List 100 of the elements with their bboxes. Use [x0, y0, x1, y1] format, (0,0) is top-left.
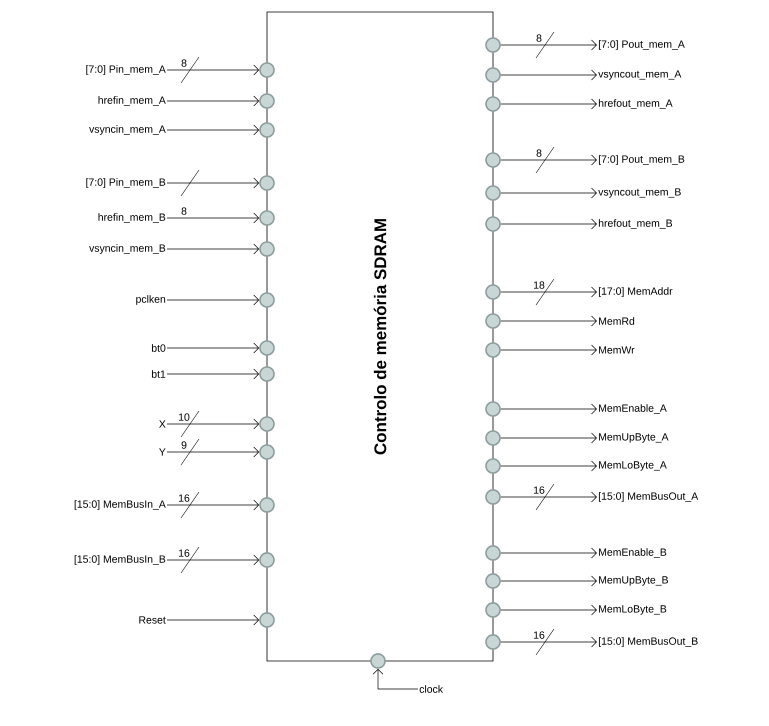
arrow — [500, 70, 597, 80]
arrow — [500, 460, 597, 472]
pin-circle — [259, 62, 275, 78]
pin-circle — [485, 216, 501, 232]
signal-label: Y — [159, 448, 166, 456]
signal-label: Reset — [139, 616, 166, 624]
pin-circle — [259, 122, 275, 138]
pin-circle — [485, 284, 501, 300]
signal-label: [15:0] MemBusIn_A — [74, 500, 166, 510]
module-block: Controlo de memória SDRAM — [266, 12, 494, 662]
signal-label: vsyncout_mem_B — [598, 188, 681, 198]
bus-width-label: 18 — [534, 281, 544, 289]
signal-label: X — [159, 420, 166, 428]
arrow — [166, 446, 260, 458]
bus-width-label: 8 — [536, 34, 542, 42]
signal-label: MemUpByte_A — [599, 433, 669, 443]
pin-circle — [485, 67, 501, 83]
pin-circle — [485, 573, 501, 589]
signal-label: [7:0] Pout_mem_A — [598, 40, 685, 50]
pin-circle — [485, 430, 501, 446]
pin-circle — [485, 152, 501, 168]
signal-label: MemLoByte_A — [599, 461, 667, 471]
arrow — [500, 576, 597, 586]
signal-label: vsyncout_mem_A — [598, 70, 682, 80]
pin-circle — [259, 497, 275, 513]
signal-label: clock — [420, 685, 444, 693]
arrow — [500, 286, 597, 298]
bus-width-label: 16 — [178, 494, 190, 502]
pin-circle — [259, 366, 275, 382]
arrow — [500, 604, 597, 616]
bus-width-label: 8 — [536, 149, 542, 157]
pin-circle — [259, 175, 275, 191]
signal-label: [15:0] MemBusIn_B — [74, 555, 166, 565]
signal-label: hrefout_mem_A — [598, 99, 673, 109]
bus-width-label: 8 — [182, 59, 186, 67]
signal-label: MemEnable_B — [599, 548, 666, 558]
arrow — [500, 316, 597, 326]
arrow — [166, 64, 260, 76]
signal-label: bt1 — [152, 370, 166, 378]
bus-width-label: 9 — [182, 441, 186, 449]
arrow — [166, 294, 260, 306]
arrow — [500, 548, 597, 558]
arrow — [166, 614, 260, 626]
pin-circle — [485, 634, 501, 650]
arrow — [166, 124, 260, 136]
arrow — [500, 40, 597, 50]
signal-label: bt0 — [152, 344, 166, 352]
arrow — [500, 188, 597, 198]
pin-circle — [485, 545, 501, 561]
pin-circle — [485, 96, 501, 112]
pin-circle — [485, 342, 501, 358]
signal-label: MemEnable_A — [599, 404, 667, 414]
pin-circle — [259, 340, 275, 356]
arrow — [166, 96, 260, 106]
pin-circle — [259, 444, 275, 460]
signal-label: MemRd — [599, 317, 634, 325]
pin-circle — [259, 210, 275, 226]
bus-width-label: 10 — [178, 413, 190, 421]
arrow — [166, 500, 260, 510]
arrow — [500, 636, 597, 648]
signal-label: MemUpByte_B — [599, 576, 668, 586]
arrow — [166, 418, 260, 430]
arrow — [500, 154, 597, 166]
pin-circle — [485, 37, 501, 53]
arrow — [166, 244, 260, 254]
arrow — [166, 368, 260, 380]
pin-circle — [259, 241, 275, 257]
pin-circle — [485, 489, 501, 505]
signal-label: pclken — [136, 295, 166, 305]
signal-label: MemLoByte_B — [599, 605, 666, 615]
pin-circle — [370, 653, 386, 669]
pin-circle — [259, 292, 275, 308]
signal-label: [15:0] MemBusOut_B — [598, 637, 698, 647]
pin-circle — [485, 401, 501, 417]
pin-circle — [485, 602, 501, 618]
pin-circle — [259, 416, 275, 432]
bus-width-label: 16 — [178, 549, 190, 557]
arrow — [500, 492, 597, 502]
pin-circle — [485, 313, 501, 329]
signal-label: [7:0] Pin_mem_A — [86, 65, 166, 75]
signal-label: [17:0] MemAddr — [598, 287, 672, 297]
arrow — [500, 218, 597, 230]
signal-label: [7:0] Pin_mem_B — [86, 178, 166, 188]
arrow — [166, 342, 260, 354]
signal-label: vsyncin_mem_A — [89, 125, 166, 135]
pin-circle — [259, 93, 275, 109]
arrow — [166, 554, 260, 566]
signal-label: hrefin_mem_A — [98, 96, 166, 106]
signal-label: vsyncin_mem_B — [89, 244, 166, 254]
signal-label: hrefout_mem_B — [598, 219, 672, 229]
signal-label: [7:0] Pout_mem_B — [598, 155, 684, 165]
arrow — [372, 668, 418, 690]
arrow — [166, 178, 260, 188]
pin-circle — [259, 552, 275, 568]
pin-circle — [485, 185, 501, 201]
bus-width-label: 16 — [534, 486, 544, 494]
pin-circle — [259, 612, 275, 628]
signal-label: hrefin_mem_B — [98, 213, 166, 223]
bus-width-label: 16 — [534, 631, 544, 639]
pin-circle — [485, 458, 501, 474]
